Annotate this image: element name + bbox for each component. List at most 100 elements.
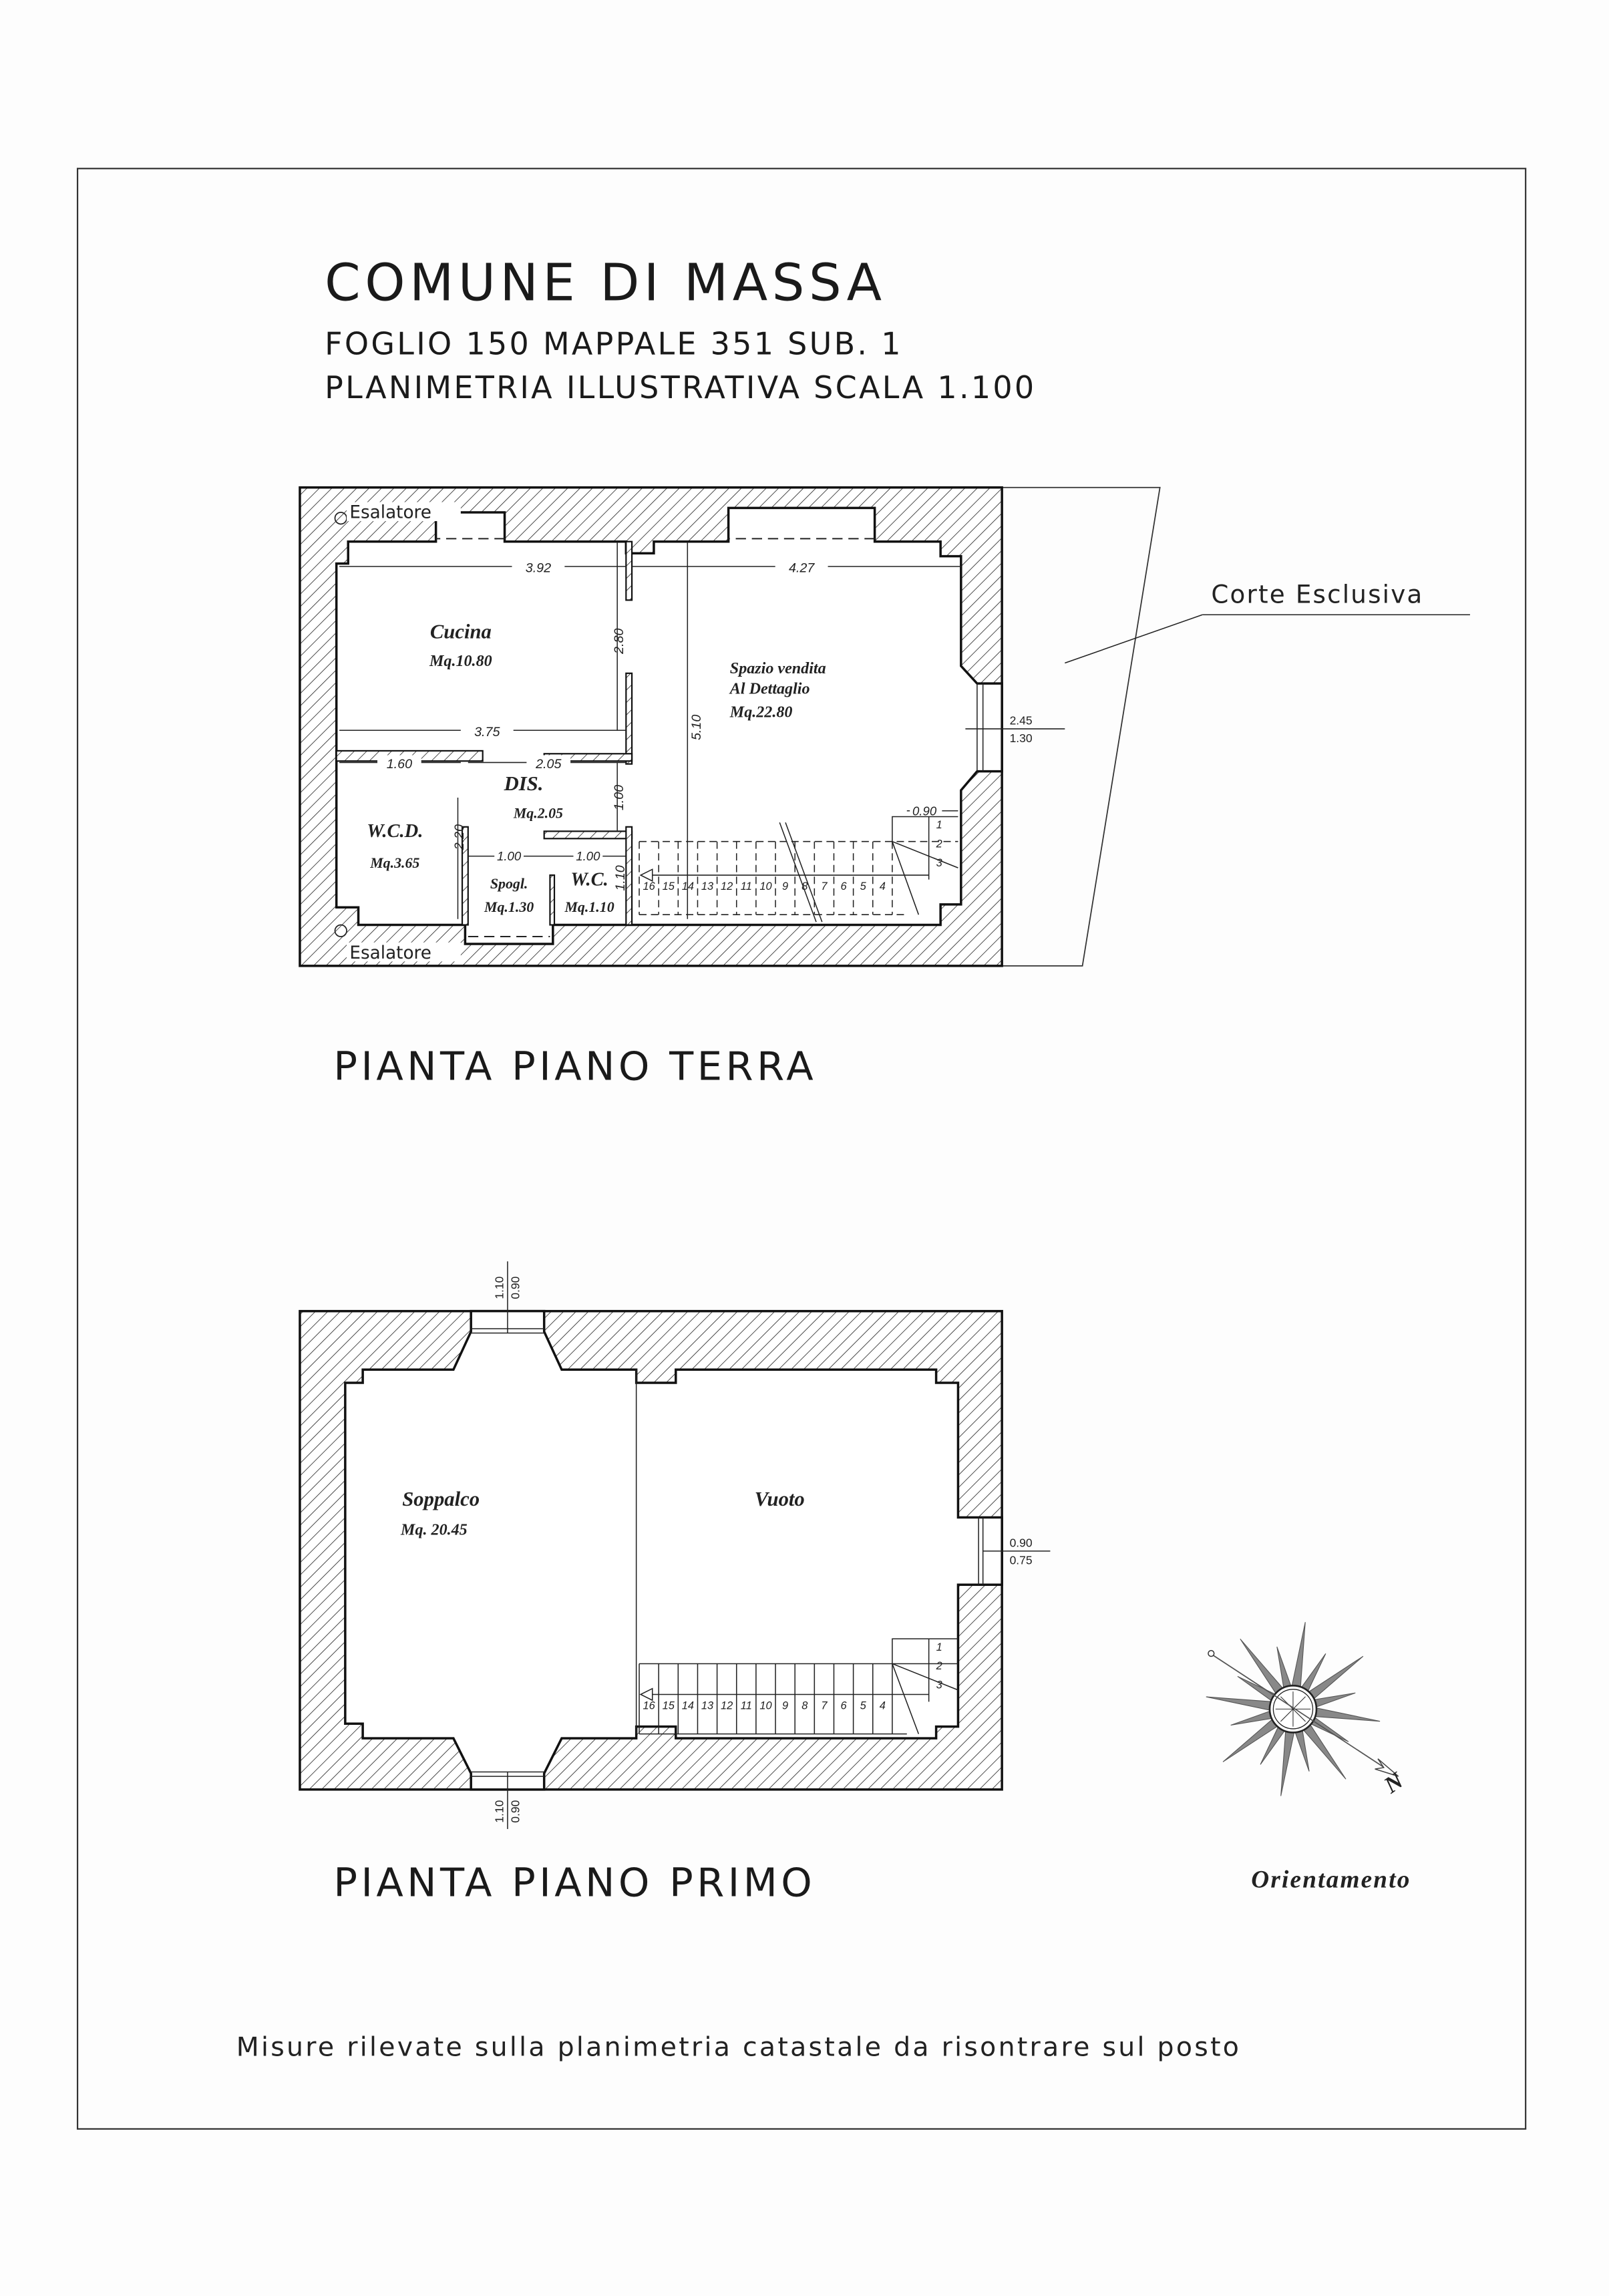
room-name-mezzanine: Soppalco [402,1488,480,1510]
stair-landing [892,1638,958,1664]
stair-step-number: 13 [701,880,713,892]
first-floor-title: PIANTA PIANO PRIMO [333,1860,816,1906]
scale-line: PLANIMETRIA ILLUSTRATIVA SCALA 1.100 [325,369,1036,405]
ground-floor-plan: Esalatore Esalatore 3.92 4.27 3.75 1.60 … [299,486,1470,967]
dim-window-width: 1.30 [1010,731,1033,745]
interior-space [344,1309,1003,1791]
dim-shop-width: 4.27 [789,561,815,576]
stair-step-number: 9 [782,1699,788,1711]
stair-step-number: 5 [860,880,867,892]
stair-step-number: 1 [936,1641,942,1653]
dim-top-window-a: 1.10 [492,1276,506,1299]
stair-step-number: 3 [936,857,942,869]
dim-side-window-a: 0.90 [1010,1536,1033,1549]
stair-step-number: 7 [821,880,828,892]
stair-step-number: 10 [759,1699,771,1711]
stair-winder [892,841,920,915]
dim-kitchen-width-bottom: 3.75 [474,725,500,740]
room-name-kitchen: Cucina [430,620,492,643]
stair-step-number: 15 [663,880,675,892]
stair-winder [892,840,958,868]
compass-star-line [1292,1708,1306,1722]
compass-north-axis [1212,1654,1396,1776]
room-area-changing: Mq.1.30 [484,898,534,915]
courtyard-label: Corte Esclusiva [1211,580,1423,609]
stair-step-number: 8 [801,880,808,892]
stair-step-number: 1 [936,819,942,831]
compass-north-arrow-icon [1375,1758,1399,1777]
dim-bottom-window-a: 1.10 [492,1800,506,1822]
stair-step-number: 16 [643,1699,655,1711]
compass-star-line [1292,1696,1306,1709]
stair-step-number: 4 [880,880,886,892]
room-area-kitchen: Mq.10.80 [429,653,492,670]
stair-step-number: 16 [643,880,655,892]
interior-space [335,506,1003,945]
compass-axis-end [1208,1649,1215,1657]
vent-label-top: Esalatore [349,503,431,523]
dim-kitchen-width-top: 3.92 [526,561,551,576]
dim-side-window-b: 0.75 [1010,1554,1033,1567]
stair-step-number: 5 [860,1699,867,1711]
dim-wcd-width: 1.60 [387,757,412,772]
room-area-hall: Mq.2.05 [513,805,563,822]
compass-star-line [1280,1708,1294,1722]
dim-hall-depth: 1.00 [612,785,627,810]
stair-landing [892,816,958,842]
stair-step-number: 12 [721,880,733,892]
dim-wc-depth: 1.10 [613,865,628,890]
room-area-shop: Mq.22.80 [729,704,793,721]
stair-step-number: 2 [936,838,942,850]
dim-wc-width: 1.00 [576,849,600,863]
dim-shop-depth: 5.10 [689,715,704,740]
room-area-wcd: Mq.3.65 [369,854,419,871]
compass-label: Orientamento [1251,1866,1411,1894]
stair-step-number: 10 [759,880,771,892]
room-name-changing: Spogl. [490,875,528,892]
stair-step-number: 4 [880,1699,886,1711]
stair-step-number: 9 [782,880,788,892]
title: COMUNE DI MASSA [325,253,886,313]
dim-hall-width: 2.05 [535,757,561,772]
ground-floor-title: PIANTA PIANO TERRA [333,1043,817,1090]
dim-stair-width: 0.90 [912,804,937,818]
drawing-frame [76,168,1527,2130]
room-area-mezzanine: Mq. 20.45 [400,1522,468,1539]
stair-step-number: 14 [682,1699,694,1711]
stair-step-number: 11 [741,880,752,892]
stair-step-number: 12 [721,1699,733,1711]
stair-step-number: 6 [840,1699,847,1711]
room-name-wc: W.C. [570,869,608,890]
subtitle: FOGLIO 150 MAPPALE 351 SUB. 1 [325,325,903,361]
dim-bottom-window-b: 0.90 [508,1800,522,1822]
compass-ring-inner [1272,1689,1314,1730]
stair-direction-arrow-icon [639,1687,653,1701]
room-area-wc: Mq.1.10 [564,898,614,915]
vent-icon [334,924,347,937]
stair-step-number: 8 [801,1699,808,1711]
dim-wcd-depth: 2.20 [452,824,467,850]
stair-winder [892,1663,920,1734]
vent-label-bottom: Esalatore [349,943,431,963]
stair-step-number: 13 [701,1699,713,1711]
footer-note: Misure rilevate sulla planimetria catast… [236,2031,1242,2062]
stair-direction-arrow-icon [639,868,653,882]
compass-rose-icon [1206,1622,1399,1796]
stair-step-number: 11 [741,1699,752,1711]
dim-changing-width: 1.00 [497,849,522,863]
stair-step-number: 2 [936,1660,942,1672]
dim-window-height: 2.45 [1010,713,1033,727]
stair-step-number: 6 [840,880,847,892]
room-name-wcd: W.C.D. [367,821,423,842]
room-name-hall: DIS. [504,772,544,795]
dim-kitchen-depth: 2.80 [612,628,627,654]
room-name-shop-2: Al Dettaglio [729,681,810,698]
stair-step-number: 7 [821,1699,828,1711]
stair-step-number: 14 [682,880,694,892]
stair-step-number: 3 [936,1679,942,1691]
stair-step-number: 15 [663,1699,675,1711]
